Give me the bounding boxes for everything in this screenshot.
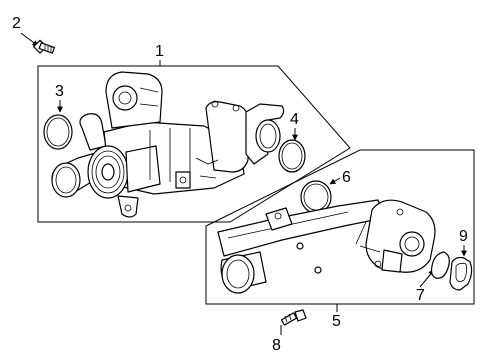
callout-1: 1 — [155, 43, 164, 60]
gasket-part-9 — [449, 256, 473, 291]
o-ring-part-4 — [278, 139, 306, 173]
o-ring-part-6 — [300, 180, 332, 214]
leader-line-2 — [20, 32, 39, 47]
callout-8: 8 — [272, 337, 281, 354]
bolt-part-8 — [280, 309, 307, 326]
assembly-frame-5 — [205, 149, 475, 305]
callout-3: 3 — [55, 83, 64, 100]
leader-line-6 — [329, 177, 341, 185]
o-ring-part-3 — [43, 114, 73, 150]
callout-2: 2 — [12, 15, 21, 32]
callout-4: 4 — [290, 111, 299, 128]
callout-5: 5 — [332, 313, 341, 330]
callout-6: 6 — [342, 169, 351, 186]
callout-9: 9 — [459, 228, 468, 245]
coolant-pipe-part-5 — [217, 199, 436, 294]
seal-ring-part-7 — [430, 251, 450, 279]
water-pump-part-1 — [51, 71, 285, 218]
bolt-part-2 — [33, 39, 56, 54]
callout-7: 7 — [416, 287, 425, 304]
